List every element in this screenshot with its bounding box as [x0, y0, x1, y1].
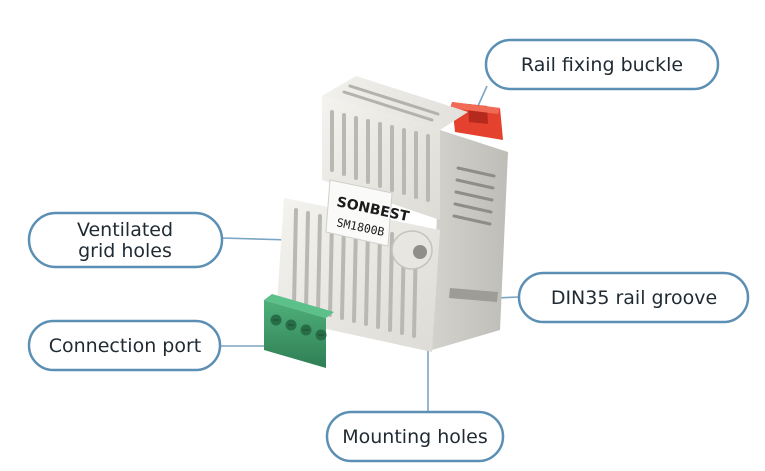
callout-connection-port: Connection port: [27, 319, 222, 372]
product-label: [325, 179, 393, 247]
callout-din35-rail-groove: DIN35 rail groove: [517, 271, 750, 324]
mounting-hole-boss: [391, 230, 433, 270]
connection-port: [264, 294, 334, 368]
housing-side: [432, 130, 508, 350]
callout-ventilated-line1: Ventilated: [77, 219, 173, 241]
front-upper-vents: [330, 110, 430, 202]
callout-ventilated-grid-holes: Ventilated grid holes: [27, 211, 224, 269]
callout-rail-fixing-buckle: Rail fixing buckle: [484, 38, 720, 91]
din-rail-groove: [449, 288, 498, 302]
side-vents: [452, 166, 496, 226]
sensor-device: SONBEST SM1800B: [264, 76, 508, 368]
mounting-hole: [413, 245, 427, 259]
callout-mounting-holes: Mounting holes: [325, 410, 505, 463]
leader-ventilated: [220, 237, 291, 241]
callout-connection-port-label: Connection port: [49, 335, 202, 357]
callout-rail-fixing-buckle-label: Rail fixing buckle: [521, 54, 683, 76]
callout-din35-rail-groove-label: DIN35 rail groove: [551, 287, 717, 309]
top-vents: [342, 84, 440, 122]
callout-ventilated-line2: grid holes: [78, 240, 172, 262]
callout-mounting-holes-label: Mounting holes: [342, 426, 488, 448]
